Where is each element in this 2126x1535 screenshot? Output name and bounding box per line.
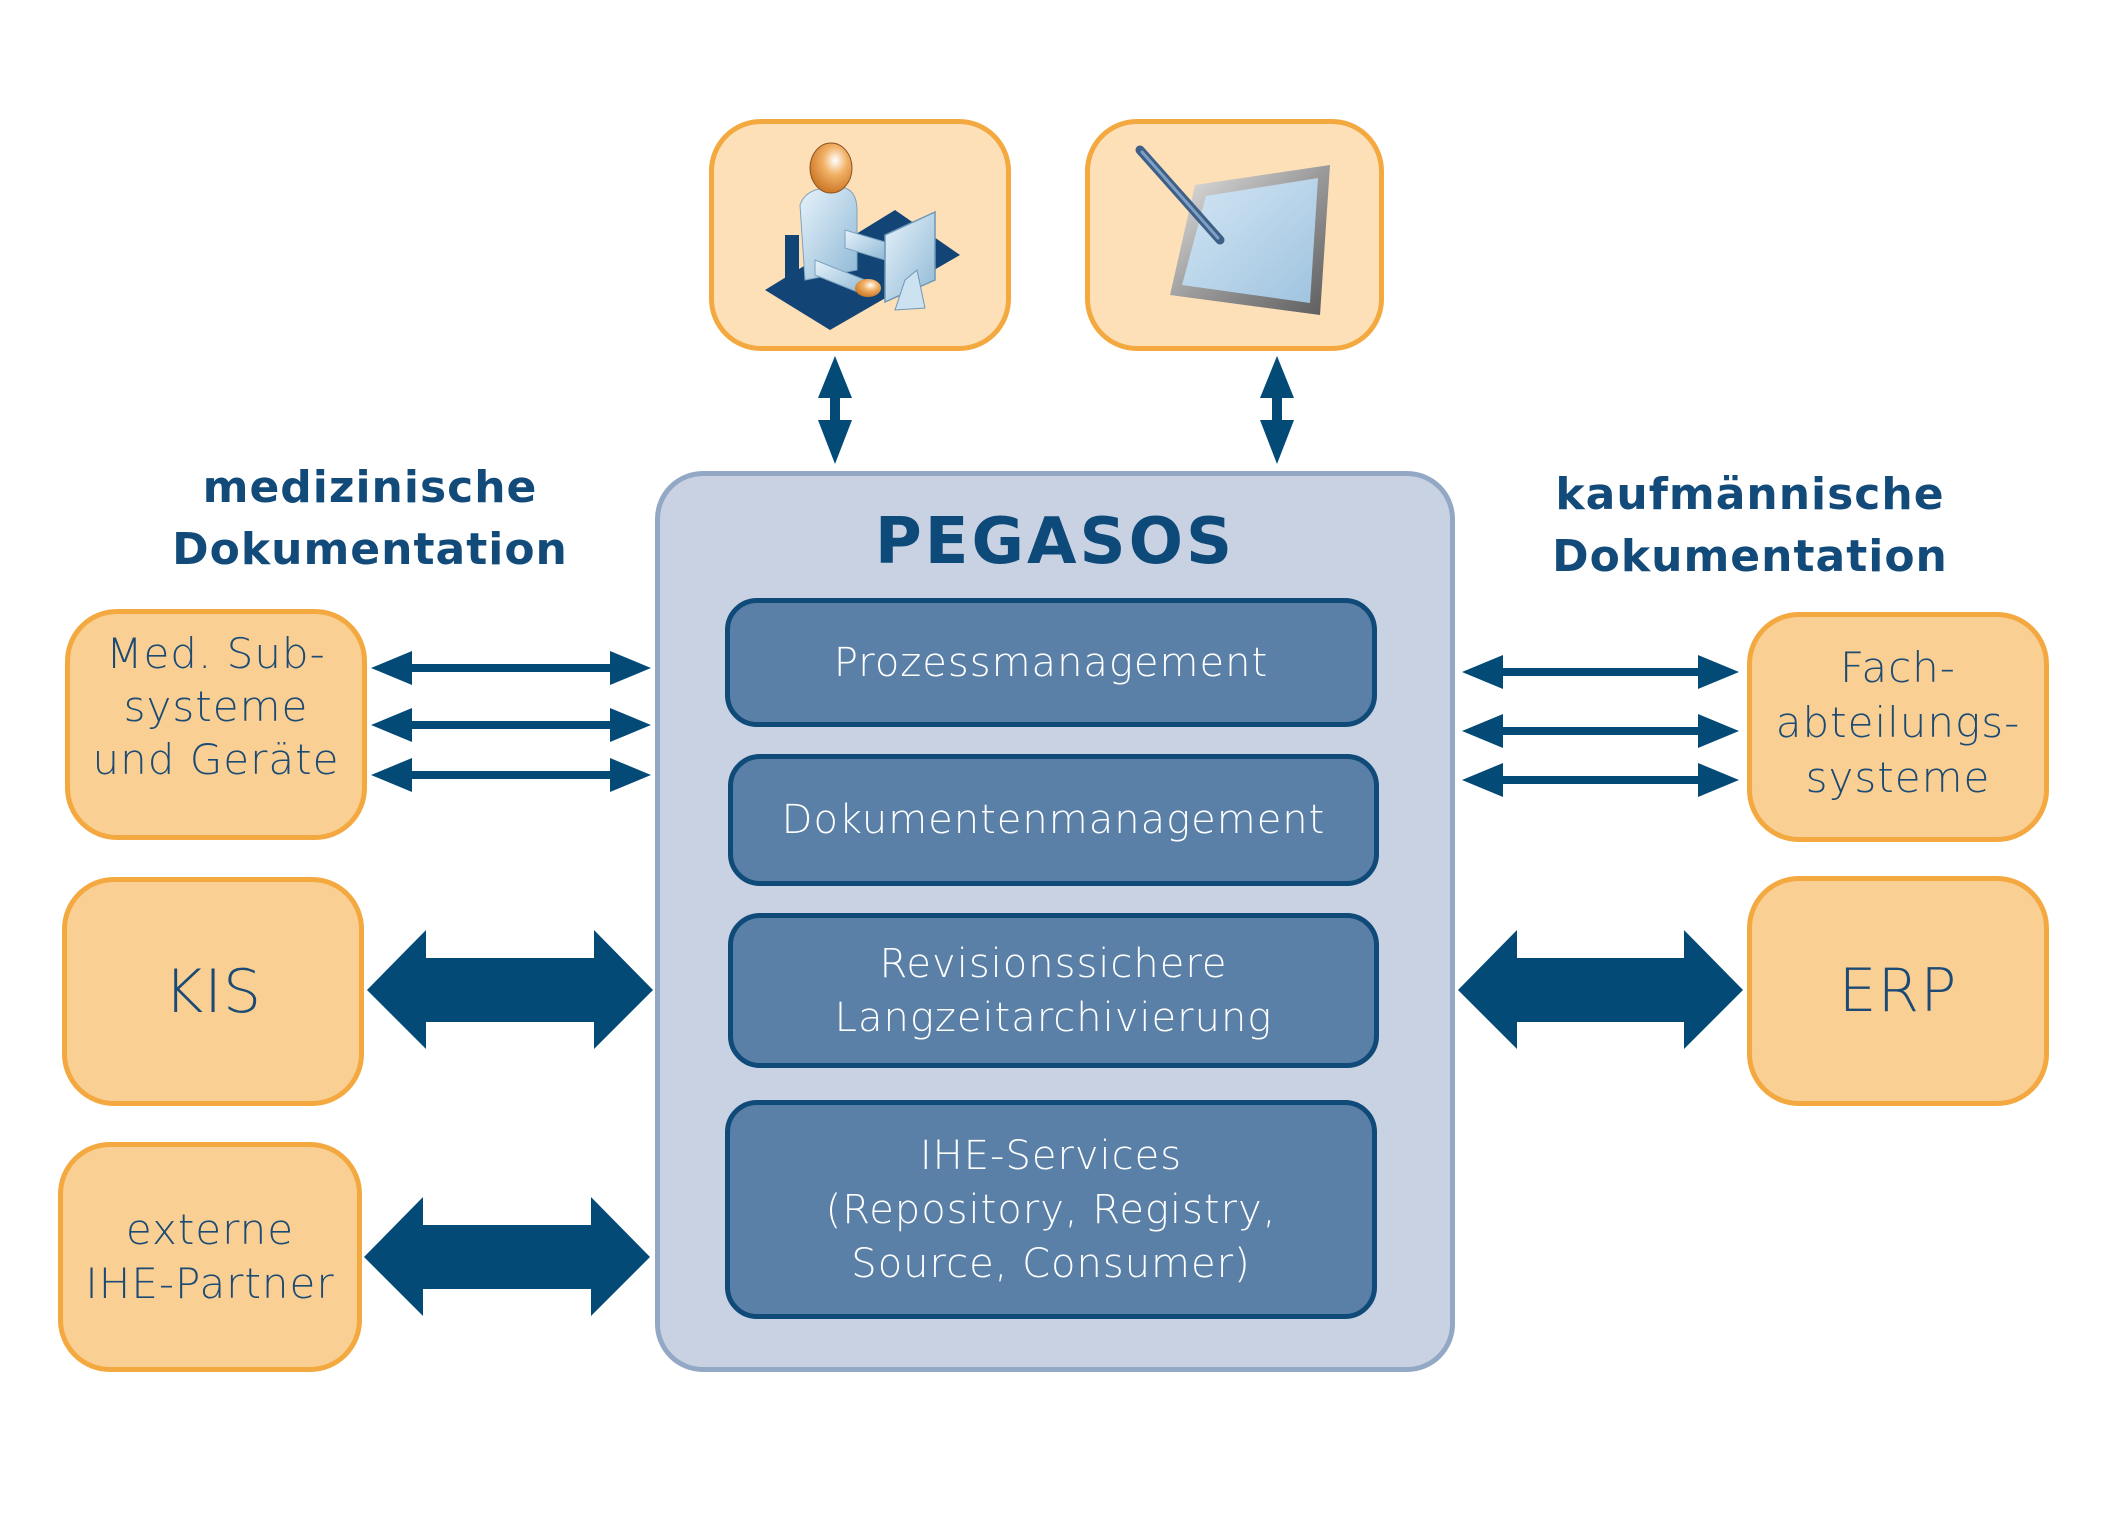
module-label: Langzeitarchivierung — [834, 994, 1273, 1041]
system-label: systeme — [123, 682, 309, 731]
pegasos-title: PEGASOS — [874, 505, 1236, 579]
thin-arrow-left-3 — [371, 758, 651, 792]
thin-arrow-left-1 — [371, 651, 651, 685]
thin-arrow-right-1 — [1462, 655, 1739, 689]
vertical-arrow-tablet — [1260, 356, 1294, 464]
heading-line: kaufmännische — [1555, 469, 1945, 520]
system-label: externe — [125, 1205, 295, 1254]
module-label: Dokumentenmanagement — [781, 797, 1326, 843]
module-label: (Repository, Registry, — [825, 1186, 1277, 1233]
thin-arrow-left-2 — [371, 708, 651, 742]
system-medical-subsystems: Med. Sub- systeme und Geräte — [65, 609, 367, 840]
heading-line: medizinische — [202, 462, 538, 513]
module-long-term-archiving: Revisionssichere Langzeitarchivierung — [728, 913, 1379, 1068]
module-label: Revisionssichere — [879, 940, 1228, 987]
thin-arrow-right-2 — [1462, 714, 1739, 748]
user-at-computer-icon — [765, 142, 960, 330]
system-erp: ERP — [1747, 876, 2049, 1106]
system-label: systeme — [1805, 752, 1991, 802]
thin-arrow-right-3 — [1462, 763, 1739, 797]
module-label: Prozessmanagement — [833, 639, 1269, 686]
system-label: Med. Sub- — [106, 629, 326, 678]
module-document-management: Dokumentenmanagement — [728, 754, 1379, 886]
system-label: KIS — [163, 956, 263, 1027]
heading-medical-documentation: medizinische Dokumentation — [150, 457, 590, 581]
user-workstation-box — [709, 119, 1011, 351]
heading-line: Dokumentation — [1552, 531, 1948, 582]
system-label: IHE-Partner — [85, 1259, 335, 1308]
module-label: Source, Consumer) — [851, 1240, 1251, 1287]
system-label: und Geräte — [92, 735, 340, 784]
thick-arrow-kis — [367, 930, 653, 1049]
system-label: abteilungs- — [1775, 697, 2021, 747]
system-kis: KIS — [62, 877, 364, 1106]
tablet-box — [1085, 119, 1384, 351]
vertical-arrow-user — [818, 356, 852, 464]
system-label: ERP — [1838, 956, 1958, 1026]
thick-arrow-erp — [1458, 930, 1743, 1049]
system-departmental-systems: Fach- abteilungs- systeme — [1747, 612, 2049, 842]
system-external-ihe-partner: externe IHE-Partner — [58, 1142, 362, 1372]
heading-commercial-documentation: kaufmännische Dokumentation — [1520, 464, 1980, 588]
tablet-with-stylus-icon — [1135, 145, 1330, 315]
system-label: Fach- — [1840, 642, 1956, 692]
thick-arrow-externe — [364, 1197, 650, 1316]
module-label: IHE-Services — [919, 1132, 1183, 1179]
module-process-management: Prozessmanagement — [725, 598, 1377, 727]
heading-line: Dokumentation — [172, 524, 568, 575]
module-ihe-services: IHE-Services (Repository, Registry, Sour… — [725, 1100, 1377, 1319]
